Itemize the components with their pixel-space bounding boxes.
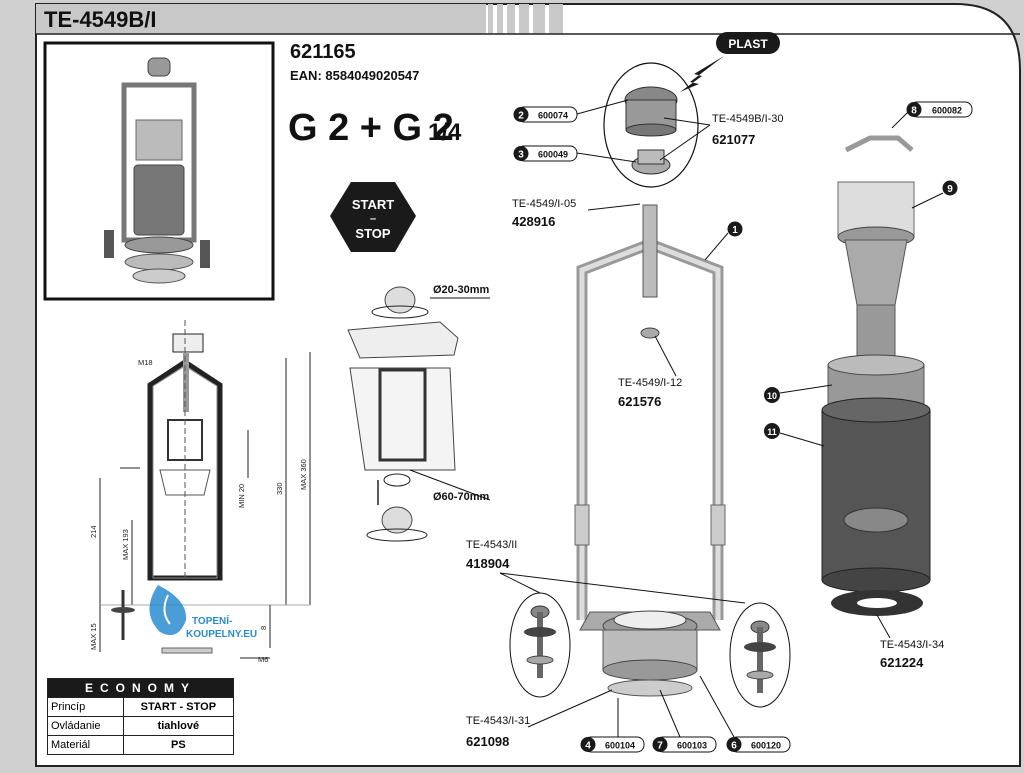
- start-stop-line2: –: [370, 213, 376, 225]
- dim-330: 330: [275, 482, 284, 495]
- svg-text:4: 4: [585, 741, 591, 752]
- plast-tag: [716, 32, 780, 54]
- svg-text:600120: 600120: [751, 741, 781, 751]
- title-stripes: [488, 4, 563, 34]
- callout-part-2: 2 600074: [513, 99, 629, 123]
- dim-bottom-diameter: Ø60-70mm: [433, 491, 489, 503]
- start-stop-line3: STOP: [355, 226, 390, 241]
- dim-top-diameter: Ø20-30mm: [433, 284, 489, 296]
- code-621224: 621224: [880, 655, 924, 670]
- label-te-4549-i12: TE-4549/I-12: [618, 377, 682, 389]
- spec-value: START - STOP: [122, 697, 235, 717]
- spec-key: Princíp: [47, 697, 124, 717]
- code-621077: 621077: [712, 132, 755, 147]
- svg-text:11: 11: [767, 427, 777, 437]
- spec-value: PS: [122, 735, 235, 755]
- callout-part-6: 6 600120: [699, 675, 791, 753]
- plast-label: PLAST: [728, 37, 768, 51]
- sheet-panel: [35, 3, 1021, 767]
- thread-size: G 2 + G 2: [288, 107, 454, 149]
- watermark-logo: [149, 585, 187, 636]
- callout-part-7: 7 600103: [652, 689, 717, 753]
- dim-min20: MIN 20: [237, 484, 246, 508]
- spec-key: Materiál: [47, 735, 124, 755]
- float-assembly-illustration: [821, 135, 931, 616]
- callout-part-10: 10: [764, 384, 833, 403]
- cap-zoom-circle: [603, 62, 699, 188]
- main-frame-illustration: [574, 204, 726, 697]
- dim-m6: M6: [258, 655, 268, 664]
- spec-value: tiahlové: [122, 716, 235, 736]
- installation-sketch: [347, 286, 491, 542]
- callout-part-11: 11: [764, 423, 825, 447]
- label-te-4543-ii: TE-4543/II: [466, 539, 517, 551]
- svg-text:8: 8: [911, 106, 917, 117]
- economy-header: ECONOMY: [47, 678, 234, 698]
- title-bar: [36, 4, 486, 34]
- code-621098: 621098: [466, 734, 509, 749]
- product-photo-illustration: [104, 57, 210, 284]
- watermark-line1: TOPENÍ-: [192, 614, 232, 627]
- ean-code: EAN: 8584049020547: [290, 68, 419, 83]
- dim-m18: M18: [138, 358, 153, 367]
- svg-text:1: 1: [732, 225, 738, 236]
- code-428916: 428916: [512, 214, 555, 229]
- svg-text:6: 6: [731, 741, 737, 752]
- svg-text:600049: 600049: [538, 150, 568, 160]
- dim-max360: MAX 360: [299, 459, 308, 490]
- callout-part-3: 3 600049: [513, 145, 637, 163]
- start-stop-line1: START: [352, 197, 394, 212]
- product-code: 621165: [290, 41, 356, 63]
- screw-set-right: [729, 602, 791, 708]
- spec-key: Ovládanie: [47, 716, 124, 736]
- code-418904: 418904: [466, 556, 510, 571]
- callout-part-1: 1: [704, 221, 743, 261]
- svg-text:600074: 600074: [538, 111, 568, 121]
- svg-text:3: 3: [518, 150, 524, 161]
- callout-part-8: 8 600082: [891, 101, 973, 129]
- svg-text:7: 7: [657, 741, 663, 752]
- svg-text:9: 9: [947, 184, 953, 195]
- dim-214: 214: [89, 525, 98, 538]
- dim-max193: MAX 193: [121, 529, 130, 560]
- dim-max15: MAX 15: [89, 623, 98, 650]
- label-te-4549b-i30: TE-4549B/I-30: [712, 113, 784, 125]
- svg-text:2: 2: [518, 111, 524, 122]
- thread-fraction: 1/4: [428, 119, 462, 146]
- start-stop-badge: [330, 182, 416, 252]
- label-te-4543-i34: TE-4543/I-34: [880, 639, 944, 651]
- callout-part-9: 9: [911, 180, 958, 209]
- code-621576: 621576: [618, 394, 661, 409]
- label-te-4543-i31: TE-4543/I-31: [466, 715, 530, 727]
- label-te-4549-i05: TE-4549/I-05: [512, 198, 576, 210]
- technical-drawing: [99, 320, 311, 659]
- page-title: TE-4549B/I: [44, 7, 157, 32]
- svg-text:10: 10: [767, 391, 777, 401]
- watermark-line2: KOUPELNY.EU: [186, 629, 257, 640]
- dim-8: 8: [259, 626, 268, 630]
- svg-text:600082: 600082: [932, 106, 962, 116]
- svg-text:600104: 600104: [605, 741, 635, 751]
- svg-text:600103: 600103: [677, 741, 707, 751]
- callout-part-4: 4 600104: [580, 698, 645, 753]
